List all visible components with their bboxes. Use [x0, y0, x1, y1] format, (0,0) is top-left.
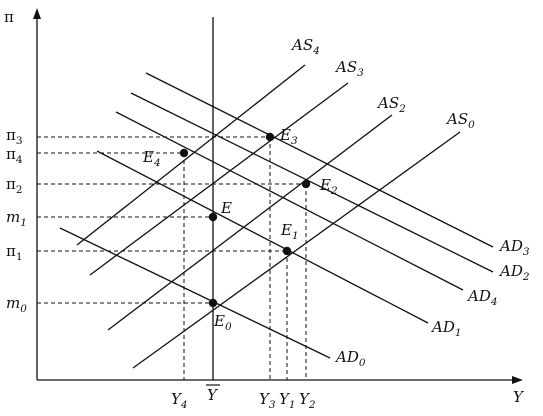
pi3-tick: π3 [6, 126, 23, 147]
ad0-label: AD0 [334, 348, 366, 369]
x-axis-arrow [512, 376, 523, 384]
curve-labels: AS4 AS3 AS2 AS0 AD3 AD2 AD4 AD1 AD0 [290, 36, 530, 369]
point-e2 [301, 179, 311, 189]
y1-tick: Y1 [279, 390, 296, 411]
y2-tick: Y2 [299, 390, 316, 411]
ad3-line [145, 72, 494, 248]
m0-tick: m0 [6, 294, 27, 315]
as0-label: AS0 [445, 110, 475, 131]
e2-label: E2 [319, 176, 338, 197]
point-e0 [208, 298, 218, 308]
y-axis-label: π [4, 8, 14, 26]
ybar-tick: Y [207, 386, 219, 404]
y-axis-arrow [33, 8, 41, 19]
x-tick-labels: Y4 Y Y3 Y1 Y2 [171, 384, 316, 411]
x-axis-label: Y [513, 388, 525, 406]
guide-lines [37, 136, 307, 380]
y4-tick: Y4 [171, 390, 188, 411]
ad0-line [59, 227, 331, 359]
e1-label: E1 [280, 221, 299, 242]
as3-label: AS3 [334, 58, 364, 79]
ad4-label: AD4 [466, 287, 498, 308]
point-e3 [265, 132, 275, 142]
ad1-line [96, 150, 429, 324]
pi1-tick: π1 [6, 242, 23, 263]
equilibrium-points [179, 132, 311, 308]
axes: π Y [4, 8, 525, 406]
y3-tick: Y3 [259, 390, 276, 411]
pi2-tick: π2 [6, 175, 23, 196]
ad3-label: AD3 [498, 237, 530, 258]
as2-label: AS2 [376, 94, 406, 115]
point-e1 [282, 246, 292, 256]
ad-lines [59, 72, 494, 359]
e-label: E [220, 199, 232, 217]
as0-line [132, 131, 461, 369]
ad4-line [115, 111, 464, 291]
ad1-label: AD1 [430, 318, 462, 339]
point-e [208, 212, 218, 222]
y-tick-labels: π3 π4 π2 m1 π1 m0 [6, 126, 27, 315]
ad2-label: AD2 [498, 262, 530, 283]
e3-label: E3 [279, 126, 298, 147]
as-lines [76, 64, 461, 369]
pi4-tick: π4 [6, 145, 23, 166]
as2-line [107, 114, 393, 331]
point-labels: E3 E4 E2 E E1 E0 [142, 126, 338, 333]
as3-line [89, 82, 349, 276]
e4-label: E4 [142, 148, 161, 169]
e0-label: E0 [213, 312, 232, 333]
as4-line [76, 64, 306, 246]
ad2-line [130, 92, 494, 273]
m1-tick: m1 [6, 208, 27, 229]
point-e4 [179, 148, 189, 158]
as4-label: AS4 [290, 36, 320, 57]
